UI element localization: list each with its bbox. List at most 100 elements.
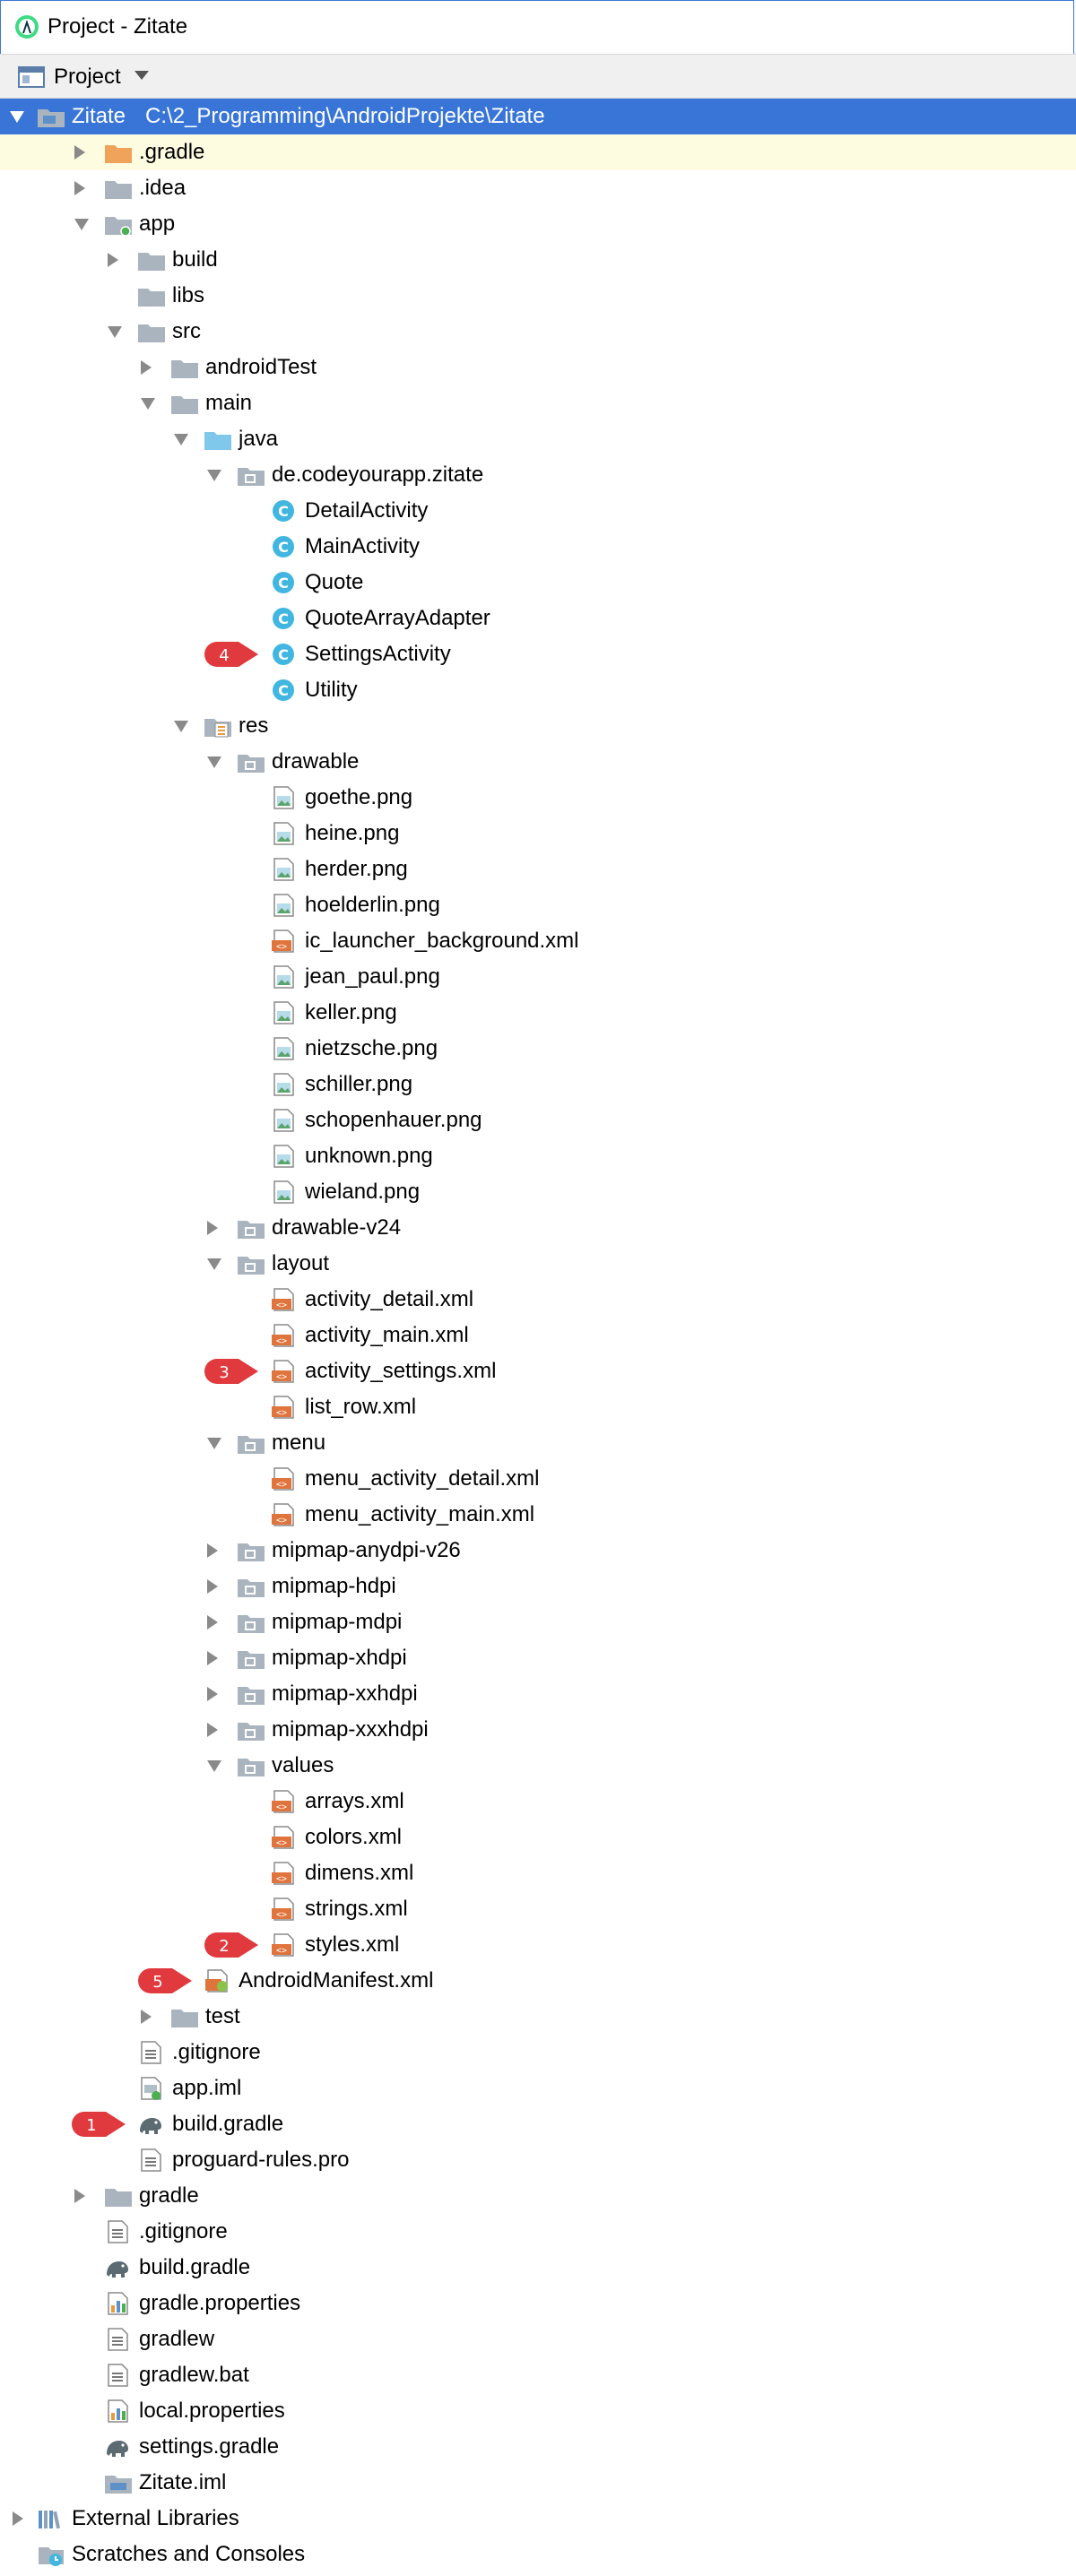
chevron-right-icon[interactable] — [141, 2010, 152, 2024]
tree-node-ic-launcher-background-xml[interactable]: <>ic_launcher_background.xml — [0, 923, 1076, 959]
tree-node-src[interactable]: src — [0, 314, 1076, 350]
tree-node-zitate-iml[interactable]: Zitate.iml — [0, 2465, 1076, 2501]
tree-node-androidtest[interactable]: androidTest — [0, 350, 1076, 385]
chevron-right-icon[interactable] — [141, 360, 152, 375]
tree-node-idea[interactable]: .idea — [0, 170, 1076, 206]
chevron-right-icon[interactable] — [207, 1543, 218, 1558]
chevron-down-icon[interactable] — [134, 71, 149, 80]
tree-node-main[interactable]: main — [0, 385, 1076, 421]
tree-node-keller-png[interactable]: keller.png — [0, 995, 1076, 1031]
chevron-down-icon[interactable] — [207, 470, 221, 481]
chevron-down-icon[interactable] — [108, 326, 122, 338]
tree-node-build-gradle[interactable]: build.gradle — [0, 2250, 1076, 2286]
xml-file-icon: <> — [272, 1897, 294, 1921]
tree-node-gradle-properties[interactable]: gradle.properties — [0, 2286, 1076, 2321]
chevron-down-icon[interactable] — [141, 398, 155, 410]
tree-node-hoelderlin-png[interactable]: hoelderlin.png — [0, 887, 1076, 923]
chevron-right-icon[interactable] — [74, 2189, 85, 2203]
tree-node-menu[interactable]: menu — [0, 1425, 1076, 1461]
tree-node-mipmap-anydpi-v26[interactable]: mipmap-anydpi-v26 — [0, 1533, 1076, 1569]
tree-node-java[interactable]: java — [0, 421, 1076, 457]
tree-node-strings-xml[interactable]: <>strings.xml — [0, 1891, 1076, 1927]
tree-node-activity-detail-xml[interactable]: <>activity_detail.xml — [0, 1282, 1076, 1318]
tree-node-dimens-xml[interactable]: <>dimens.xml — [0, 1855, 1076, 1891]
chevron-right-icon[interactable] — [207, 1579, 218, 1594]
chevron-right-icon[interactable] — [108, 253, 118, 267]
tree-node-gitignore[interactable]: .gitignore — [0, 2214, 1076, 2250]
chevron-right-icon[interactable] — [207, 1615, 218, 1629]
view-selector[interactable]: Project — [54, 65, 121, 89]
tree-node-res[interactable]: res — [0, 708, 1076, 744]
chevron-down-icon[interactable] — [174, 434, 188, 445]
chevron-down-icon[interactable] — [207, 756, 221, 768]
chevron-right-icon[interactable] — [74, 145, 85, 160]
tree-node-schopenhauer-png[interactable]: schopenhauer.png — [0, 1102, 1076, 1138]
tree-node-goethe-png[interactable]: goethe.png — [0, 780, 1076, 816]
tree-node-mipmap-hdpi[interactable]: mipmap-hdpi — [0, 1569, 1076, 1604]
tree-node-colors-xml[interactable]: <>colors.xml — [0, 1820, 1076, 1855]
chevron-down-icon[interactable] — [207, 1760, 221, 1772]
chevron-right-icon[interactable] — [207, 1221, 218, 1235]
tree-node-test[interactable]: test — [0, 1999, 1076, 2035]
tree-node-settings-gradle[interactable]: settings.gradle — [0, 2429, 1076, 2465]
chevron-down-icon[interactable] — [207, 1438, 221, 1449]
tree-node-local-properties[interactable]: local.properties — [0, 2393, 1076, 2429]
tree-node-unknown-png[interactable]: unknown.png — [0, 1138, 1076, 1174]
tree-node-activity-main-xml[interactable]: <>activity_main.xml — [0, 1318, 1076, 1353]
tree-node-heine-png[interactable]: heine.png — [0, 816, 1076, 851]
tree-node-gradlew-bat[interactable]: gradlew.bat — [0, 2357, 1076, 2393]
tree-node-libs[interactable]: libs — [0, 278, 1076, 314]
chevron-down-icon[interactable] — [74, 219, 89, 230]
chevron-down-icon[interactable] — [174, 721, 188, 732]
tree-node-de-codeyourapp-zitate[interactable]: de.codeyourapp.zitate — [0, 457, 1076, 493]
tree-node-mipmap-xxhdpi[interactable]: mipmap-xxhdpi — [0, 1676, 1076, 1712]
tree-node-schiller-png[interactable]: schiller.png — [0, 1067, 1076, 1102]
tree-node-nietzsche-png[interactable]: nietzsche.png — [0, 1031, 1076, 1067]
tree-node-mipmap-xhdpi[interactable]: mipmap-xhdpi — [0, 1640, 1076, 1676]
tree-node-gradle[interactable]: .gradle — [0, 134, 1076, 170]
tree-node-mipmap-xxxhdpi[interactable]: mipmap-xxxhdpi — [0, 1712, 1076, 1748]
chevron-right-icon[interactable] — [207, 1651, 218, 1665]
tree-node-mipmap-mdpi[interactable]: mipmap-mdpi — [0, 1604, 1076, 1640]
tree-node-app-iml[interactable]: app.iml — [0, 2070, 1076, 2106]
source-folder-icon — [204, 432, 231, 450]
tree-node-external-libraries[interactable]: External Libraries — [0, 2501, 1076, 2537]
callout-number: 2 — [219, 1937, 229, 1956]
chevron-down-icon[interactable] — [207, 1258, 221, 1270]
tree-node-arrays-xml[interactable]: <>arrays.xml — [0, 1784, 1076, 1820]
tree-node-gradle[interactable]: gradle — [0, 2178, 1076, 2214]
chevron-right-icon[interactable] — [207, 1687, 218, 1701]
gradle-elephant-icon — [107, 2441, 128, 2457]
tree-node-layout[interactable]: layout — [0, 1246, 1076, 1282]
tree-node-drawable[interactable]: drawable — [0, 744, 1076, 780]
tree-node-jean-paul-png[interactable]: jean_paul.png — [0, 959, 1076, 995]
chevron-down-icon[interactable] — [10, 111, 24, 123]
tree-node-scratches-and-consoles[interactable]: Scratches and Consoles — [0, 2537, 1076, 2572]
tree-node-herder-png[interactable]: herder.png — [0, 851, 1076, 887]
chevron-right-icon[interactable] — [74, 181, 85, 195]
tree-node-list-row-xml[interactable]: <>list_row.xml — [0, 1389, 1076, 1425]
tree-node-values[interactable]: values — [0, 1748, 1076, 1784]
tree-node-wieland-png[interactable]: wieland.png — [0, 1174, 1076, 1210]
chevron-right-icon[interactable] — [13, 2511, 23, 2526]
tree-node-menu-activity-main-xml[interactable]: <>menu_activity_main.xml — [0, 1497, 1076, 1533]
tree-node-app[interactable]: app — [0, 206, 1076, 242]
tree-node-gradlew[interactable]: gradlew — [0, 2321, 1076, 2357]
tree-node-build[interactable]: build — [0, 242, 1076, 278]
tree-node-menu-activity-detail-xml[interactable]: <>menu_activity_detail.xml — [0, 1461, 1076, 1497]
tree-node-gitignore[interactable]: .gitignore — [0, 2035, 1076, 2070]
tree-node-proguard-rules-pro[interactable]: proguard-rules.pro — [0, 2142, 1076, 2178]
chevron-right-icon[interactable] — [207, 1723, 218, 1737]
tree-node-drawable-v24[interactable]: drawable-v24 — [0, 1210, 1076, 1246]
